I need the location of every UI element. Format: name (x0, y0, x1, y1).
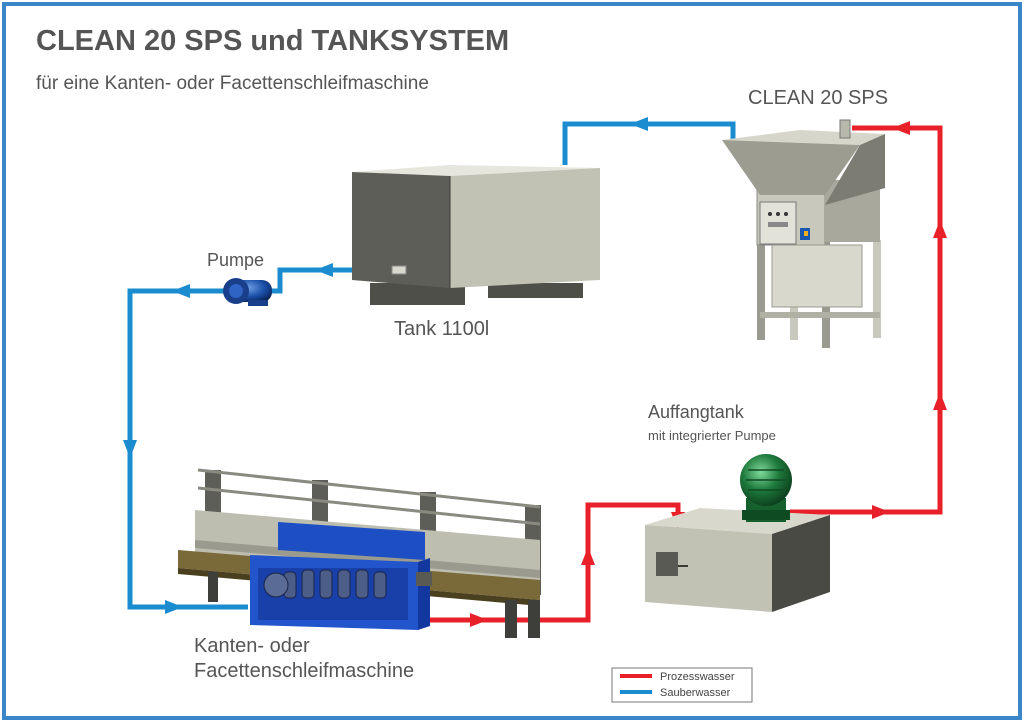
flow-arrow (630, 117, 648, 131)
page-subtitle: für eine Kanten- oder Facettenschleifmas… (36, 73, 429, 94)
motor-icon (740, 454, 792, 522)
legend-label-process: Prozesswasser (660, 671, 735, 683)
clean-water-pipes (123, 117, 736, 614)
pump-label: Pumpe (207, 250, 264, 270)
flow-arrow (470, 613, 488, 627)
flow-arrow (123, 440, 137, 458)
flow-arrow (933, 392, 947, 410)
flow-arrow (872, 505, 890, 519)
legend-box (611, 667, 753, 703)
machine-label-line1: Kanten- oder (194, 635, 310, 657)
catch-tank-label: Auffangtank (648, 402, 745, 422)
pipe-tank-to-machine (127, 267, 398, 610)
pipe-clean-to-tank (562, 121, 736, 165)
legend-label-clean: Sauberwasser (660, 687, 731, 699)
flow-arrow (581, 547, 595, 565)
tank-label: Tank 1100l (394, 318, 489, 340)
flow-arrow (892, 121, 910, 135)
tank-1100 (352, 165, 600, 305)
clean-unit-label: CLEAN 20 SPS (748, 87, 888, 109)
flow-arrow (315, 263, 333, 277)
grinding-machine (178, 468, 541, 638)
page-title: CLEAN 20 SPS und TANKSYSTEM (36, 25, 509, 57)
flow-arrow (933, 220, 947, 238)
catch-tank (645, 508, 830, 612)
legend: Prozesswasser Sauberwasser (611, 667, 753, 703)
catch-tank-sublabel: mit integrierter Pumpe (648, 428, 776, 443)
clean-20-sps-unit (722, 119, 885, 348)
pump-icon (223, 278, 272, 306)
flow-arrow (172, 284, 190, 298)
machine-label-line2: Facettenschleifmaschine (194, 660, 414, 682)
flow-arrow (165, 600, 183, 614)
